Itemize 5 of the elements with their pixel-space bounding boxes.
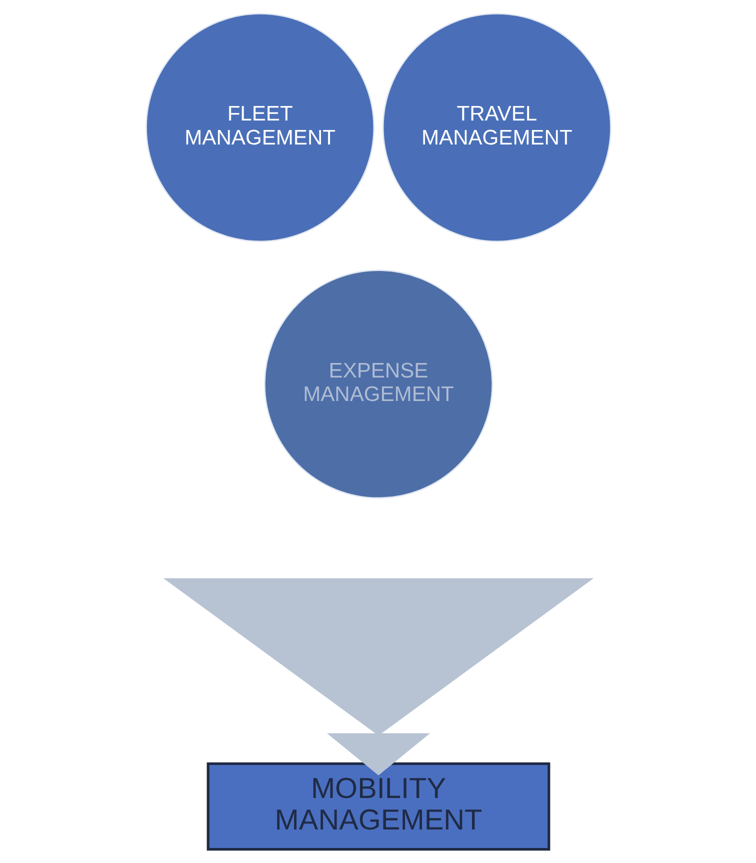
node-box: MOBILITY MANAGEMENT xyxy=(206,762,550,851)
node-circle: EXPENSE MANAGEMENT xyxy=(264,270,492,499)
node-circle: FLEET MANAGEMENT xyxy=(145,13,374,242)
node-funnel xyxy=(162,578,594,736)
node-circle: TRAVEL MANAGEMENT xyxy=(382,13,611,242)
